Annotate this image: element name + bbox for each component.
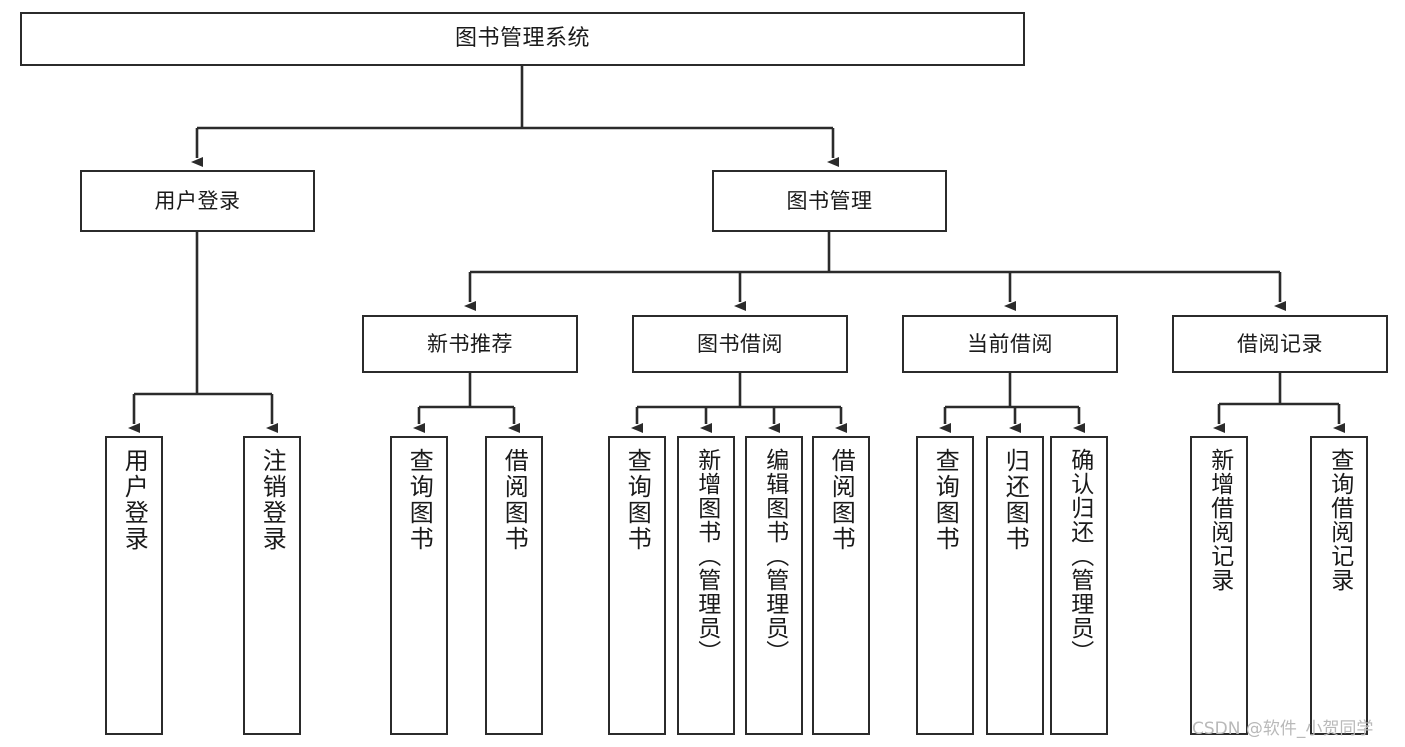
node-label: 图书管理: [786, 188, 873, 213]
node-label: 编辑图书（管理员）: [761, 448, 788, 664]
node-label: 当前借阅: [967, 331, 1053, 356]
node-label: 查询图书: [623, 448, 652, 552]
node-label: 查询图书: [931, 448, 960, 552]
leaf-borrow-record-add-record[interactable]: 新增借阅记录: [1190, 436, 1248, 735]
node-label: 用户登录: [120, 448, 149, 552]
node-label: 借阅记录: [1237, 331, 1323, 356]
node-new-book-recommendation[interactable]: 新书推荐: [362, 315, 578, 373]
watermark-text: CSDN @软件_小贺同学: [1192, 719, 1374, 739]
node-label: 新书推荐: [427, 331, 513, 356]
node-label: 图书借阅: [697, 331, 783, 356]
leaf-new-book-query-books[interactable]: 查询图书: [390, 436, 448, 735]
node-label: 查询图书: [405, 448, 434, 552]
node-label: 图书管理系统: [454, 26, 590, 52]
leaf-user-login-sign-in[interactable]: 用户登录: [105, 436, 163, 735]
node-label: 借阅图书: [827, 448, 856, 552]
node-book-management[interactable]: 图书管理: [712, 170, 947, 232]
leaf-user-login-sign-out[interactable]: 注销登录: [243, 436, 301, 735]
node-label: 归还图书: [1001, 448, 1030, 552]
leaf-new-book-borrow-books[interactable]: 借阅图书: [485, 436, 543, 735]
node-borrowing-record[interactable]: 借阅记录: [1172, 315, 1388, 373]
node-label: 注销登录: [258, 448, 287, 552]
node-book-borrowing[interactable]: 图书借阅: [632, 315, 848, 373]
node-label: 新增借阅记录: [1206, 448, 1233, 592]
leaf-current-borrow-return-books[interactable]: 归还图书: [986, 436, 1044, 735]
leaf-current-borrow-confirm-return-admin[interactable]: 确认归还（管理员）: [1050, 436, 1108, 735]
leaf-book-borrow-borrow-books[interactable]: 借阅图书: [812, 436, 870, 735]
leaf-book-borrow-edit-book-admin[interactable]: 编辑图书（管理员）: [745, 436, 803, 735]
leaf-borrow-record-query-record[interactable]: 查询借阅记录: [1310, 436, 1368, 735]
leaf-book-borrow-query-books[interactable]: 查询图书: [608, 436, 666, 735]
node-label: 查询借阅记录: [1326, 448, 1353, 592]
node-label: 用户登录: [154, 188, 241, 213]
node-root-book-management-system[interactable]: 图书管理系统: [20, 12, 1025, 66]
node-label: 确认归还（管理员）: [1066, 448, 1093, 664]
leaf-book-borrow-add-book-admin[interactable]: 新增图书（管理员）: [677, 436, 735, 735]
node-label: 新增图书（管理员）: [693, 448, 720, 664]
node-current-borrowing[interactable]: 当前借阅: [902, 315, 1118, 373]
node-label: 借阅图书: [500, 448, 529, 552]
node-user-login[interactable]: 用户登录: [80, 170, 315, 232]
leaf-current-borrow-query-books[interactable]: 查询图书: [916, 436, 974, 735]
